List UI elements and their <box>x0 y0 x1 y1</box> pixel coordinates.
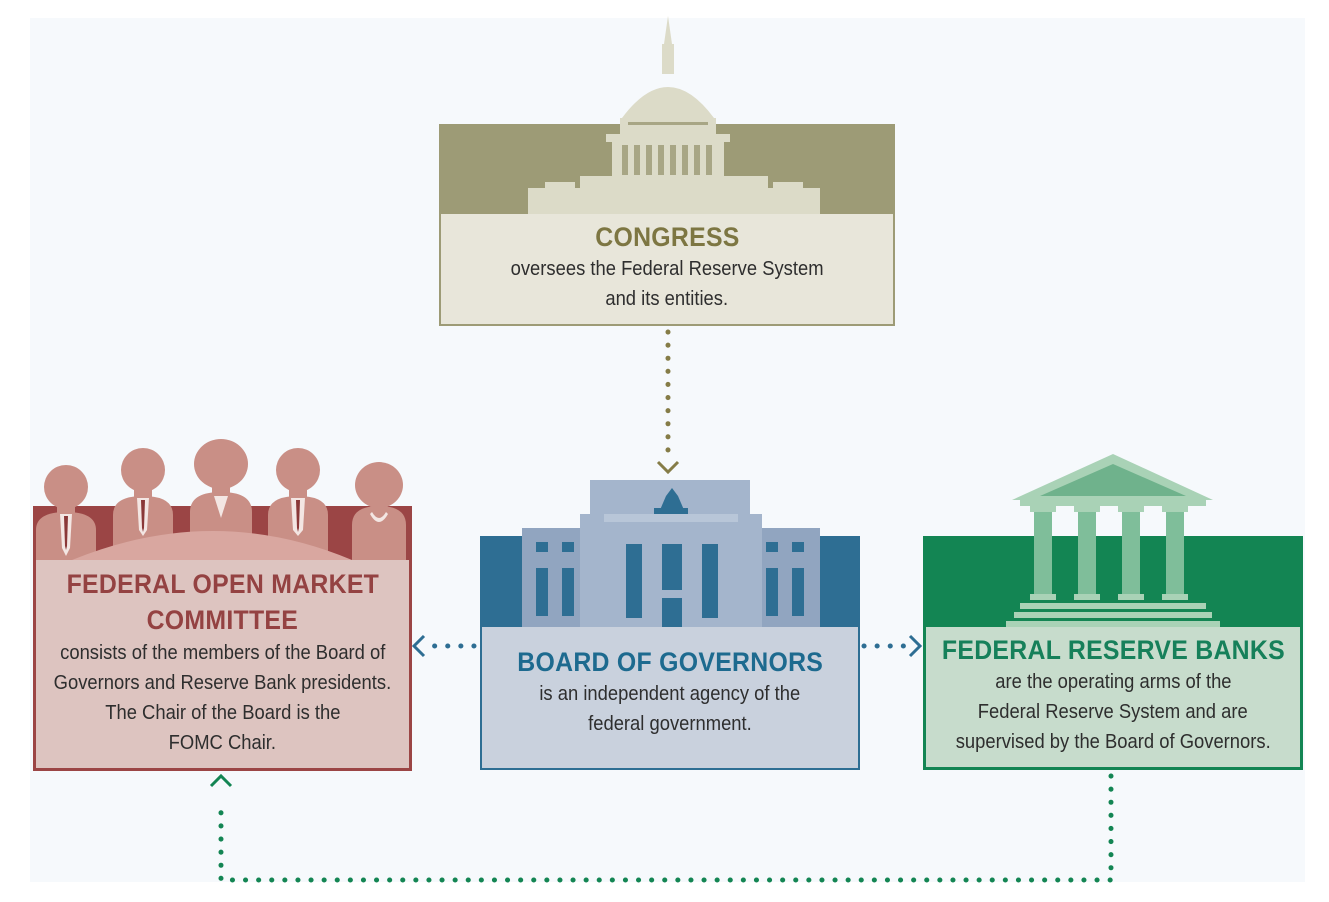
capitol-building-icon <box>528 16 820 215</box>
fomc-description-line: consists of the members of the Board of <box>60 638 385 668</box>
fomc-title-line: FEDERAL OPEN MARKET <box>66 566 379 602</box>
fomc-title-line: COMMITTEE <box>147 602 299 638</box>
banks-title: FEDERAL RESERVE BANKS <box>941 633 1284 667</box>
fomc-header <box>33 439 412 562</box>
congress-description-line: oversees the Federal Reserve System <box>511 254 824 284</box>
banks-description-line: are the operating arms of the <box>995 667 1231 697</box>
connector-board-to-banks <box>864 636 920 656</box>
congress-header <box>439 16 895 216</box>
board-title: BOARD OF GOVERNORS <box>517 645 823 679</box>
board-description-line: is an independent agency of the <box>540 679 801 709</box>
connector-banks-to-fomc <box>211 776 1111 880</box>
board-box: BOARD OF GOVERNORS is an independent age… <box>480 627 860 770</box>
fomc-description-line: The Chair of the Board is the <box>105 698 340 728</box>
fomc-description-line: Governors and Reserve Bank presidents. <box>54 668 392 698</box>
connector-congress-to-board <box>658 332 678 472</box>
connector-board-to-fomc <box>414 636 474 656</box>
board-header <box>480 480 860 628</box>
banks-description-line: Federal Reserve System and are <box>978 697 1248 727</box>
banks-box: FEDERAL RESERVE BANKS are the operating … <box>923 627 1303 770</box>
fomc-box: FEDERAL OPEN MARKET COMMITTEE consists o… <box>33 560 412 771</box>
banks-description-line: supervised by the Board of Governors. <box>955 727 1270 757</box>
banks-header <box>923 454 1303 628</box>
congress-title: CONGRESS <box>595 220 739 254</box>
fomc-description-line: FOMC Chair. <box>169 728 276 758</box>
congress-box: CONGRESS oversees the Federal Reserve Sy… <box>439 214 895 326</box>
congress-description-line: and its entities. <box>606 284 729 314</box>
board-description-line: federal government. <box>588 709 752 739</box>
federal-reserve-building-icon <box>522 480 820 628</box>
